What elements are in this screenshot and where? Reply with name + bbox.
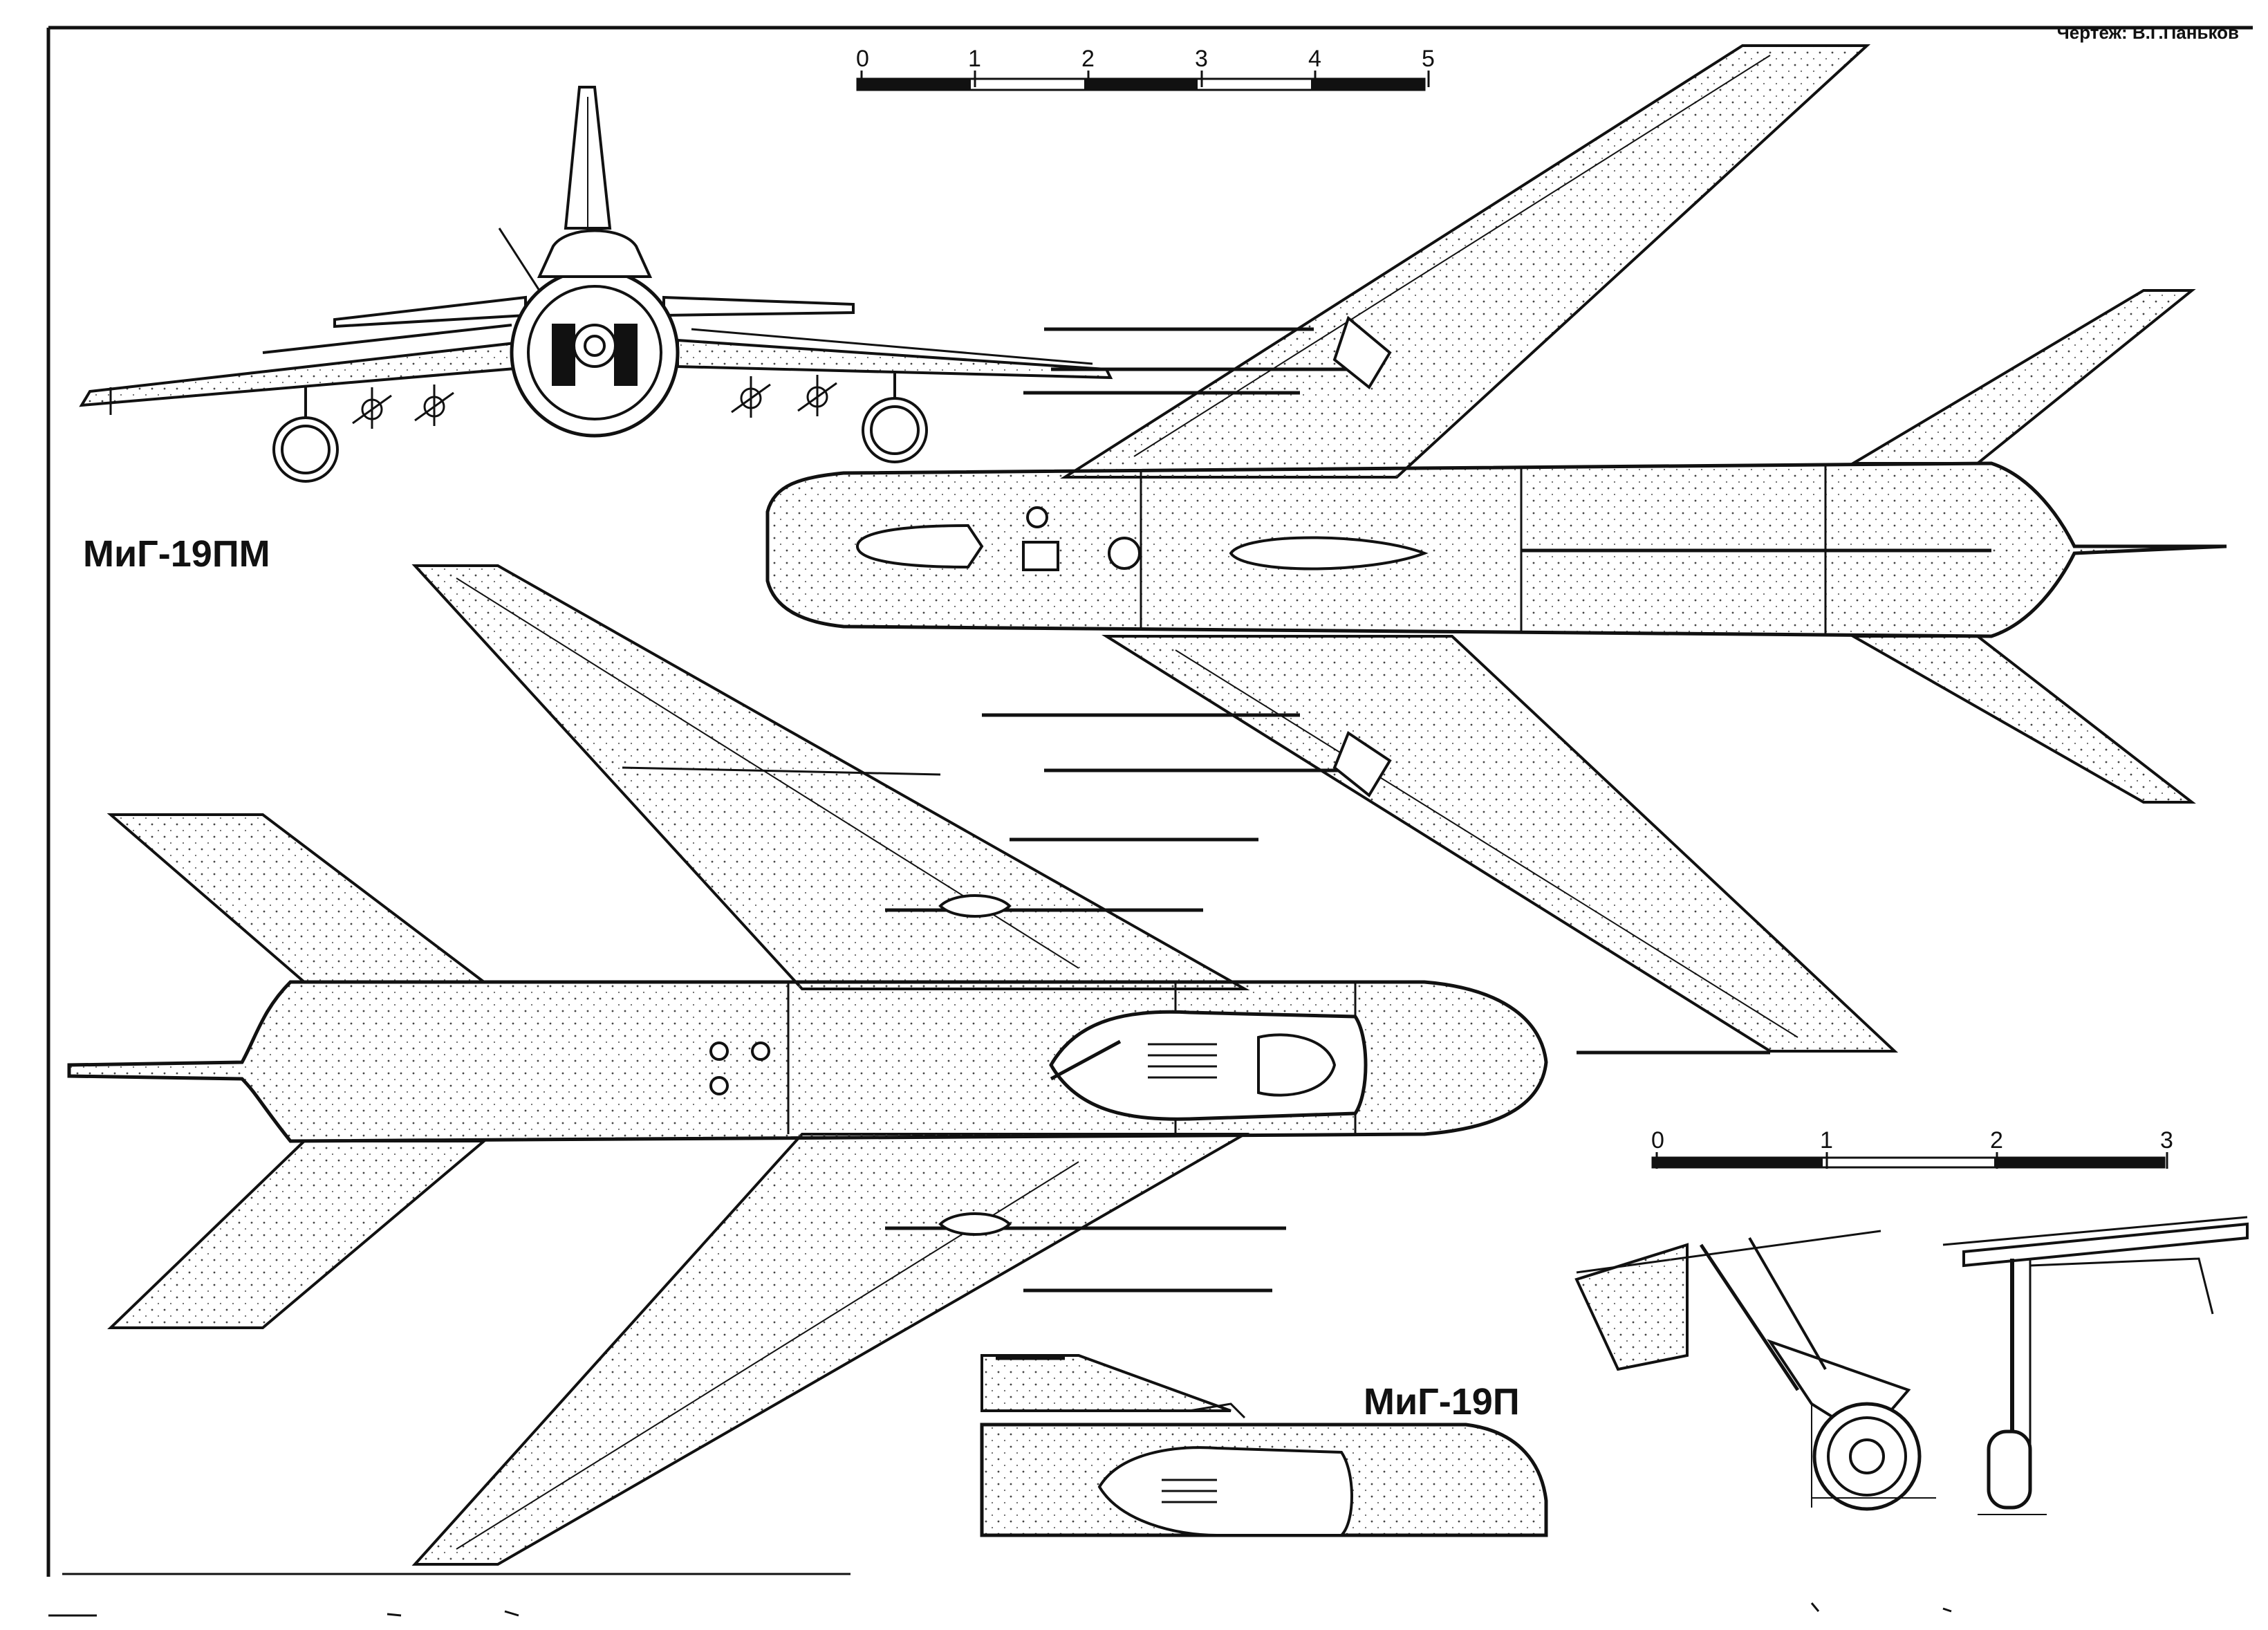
scale-lower-tick-label: 0: [1651, 1127, 1664, 1154]
scale-upper-tick-label: 0: [856, 46, 869, 72]
main-gear-detail: [1574, 1230, 1936, 1511]
scale-bar-upper: 0 1 2 3 4 5: [856, 46, 1435, 91]
nose-gear-detail: [1942, 1216, 2249, 1515]
top-view: [67, 564, 1548, 1566]
variant-label-pm: МиГ-19ПМ: [83, 533, 270, 575]
scale-upper-tick-label: 1: [968, 46, 981, 72]
scale-lower-tick-label: 1: [1820, 1127, 1833, 1154]
front-view: [79, 86, 1113, 483]
variant-label-p: МиГ-19П: [1364, 1381, 1520, 1423]
sheet-frame: [46, 26, 2253, 1577]
scale-upper-tick-label: 3: [1195, 46, 1208, 72]
drawing-credit: Чертеж: В.Г.Паньков: [2056, 22, 2239, 43]
scale-upper-tick-label: 2: [1081, 46, 1095, 72]
scale-upper-tick-label: 4: [1308, 46, 1321, 72]
scan-marks: [48, 1602, 1952, 1617]
mig19p-nose-inset: [980, 1354, 1548, 1537]
scale-upper-tick-label: 5: [1422, 46, 1435, 72]
scale-lower-tick-label: 2: [1990, 1127, 2003, 1154]
scale-lower-tick-label: 3: [2160, 1127, 2173, 1154]
scale-bar-lower: 0 1 2 3: [1651, 1127, 2173, 1169]
underside-view: [765, 44, 2227, 1055]
